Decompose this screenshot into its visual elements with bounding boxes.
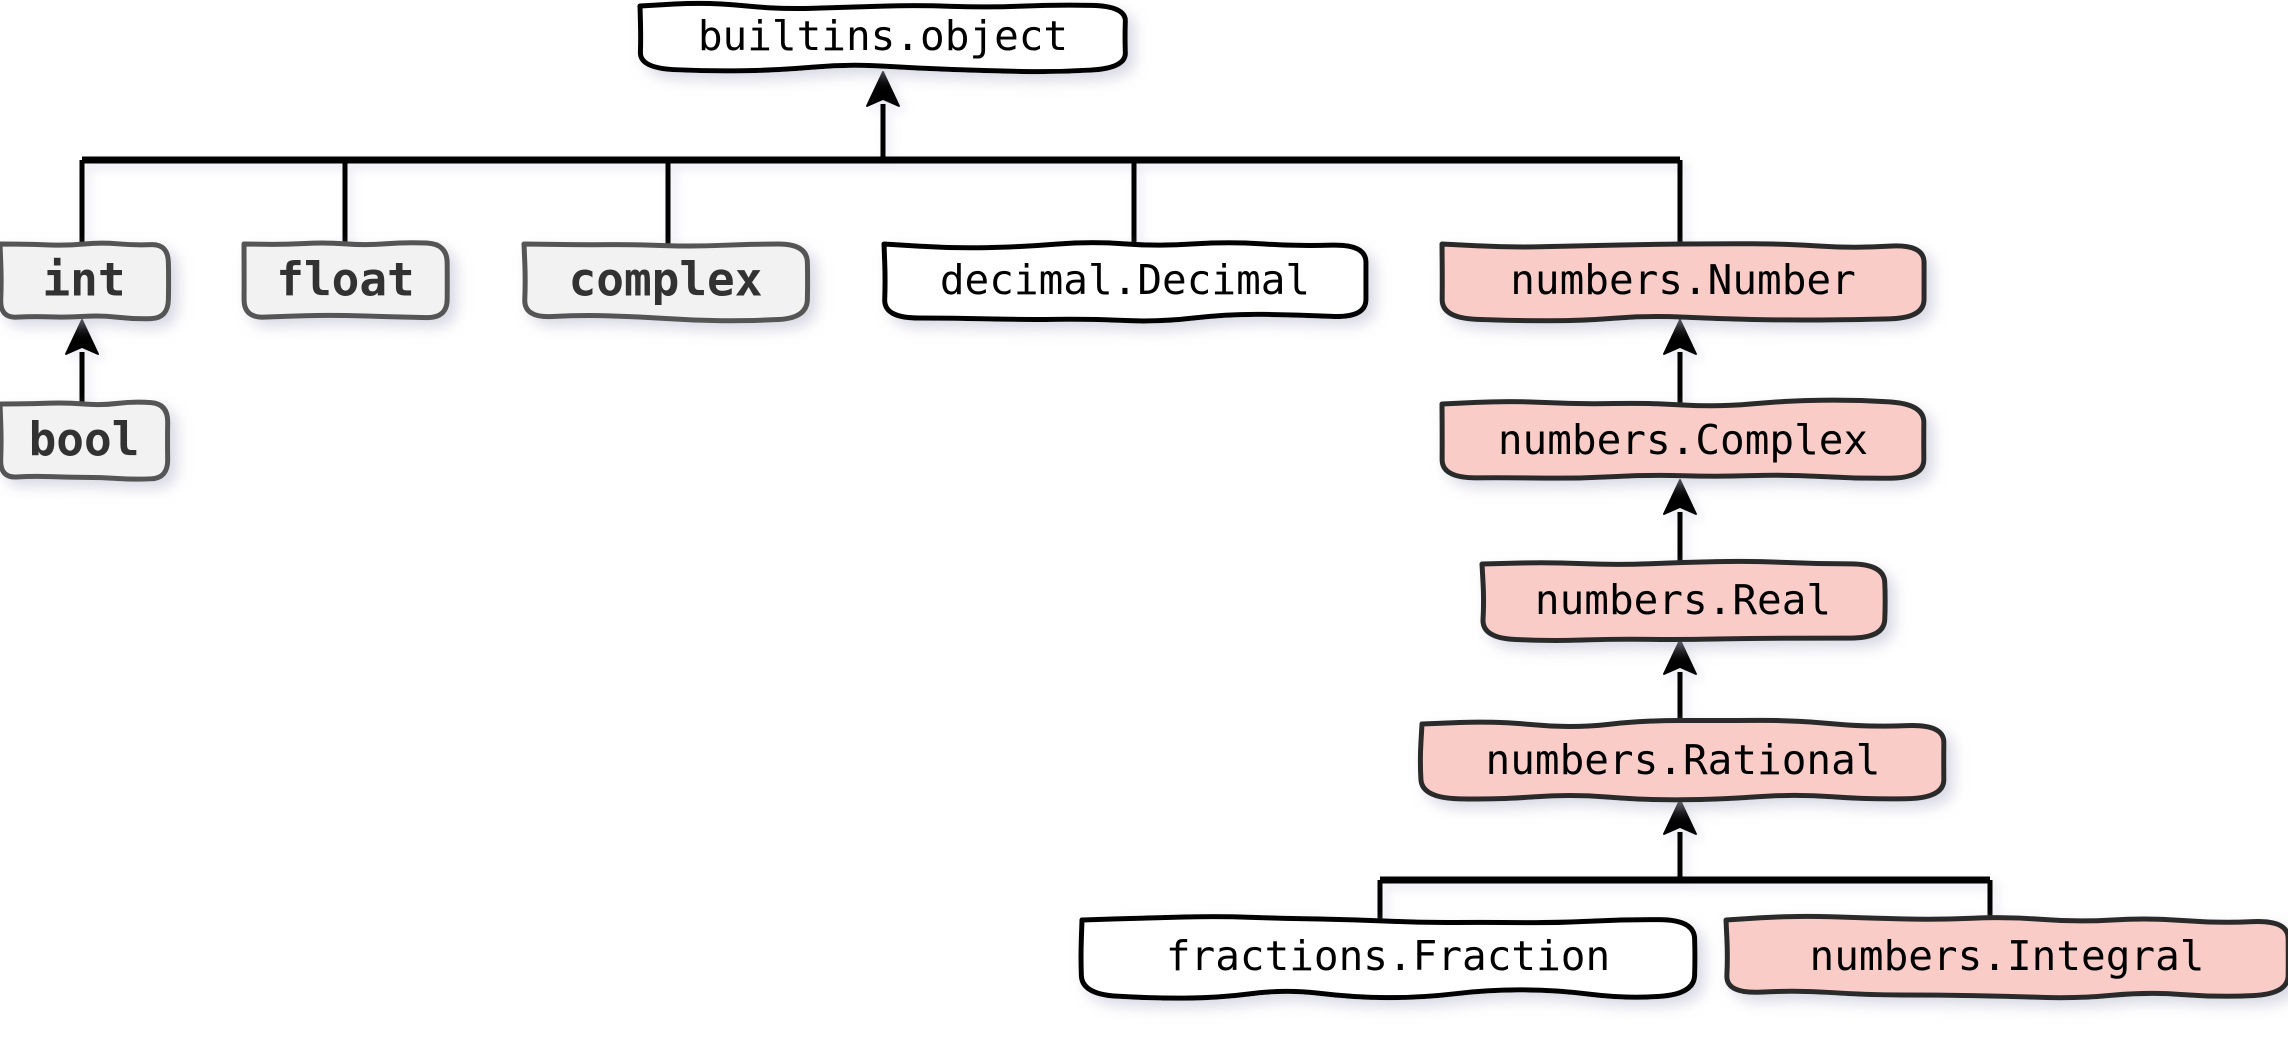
node-box[interactable] — [1479, 558, 1888, 643]
node-box[interactable] — [241, 240, 450, 321]
edge-group-bool-int — [65, 319, 99, 406]
node-bool[interactable]: bool — [0, 399, 171, 482]
node-box[interactable] — [0, 240, 172, 322]
node-int[interactable]: int — [0, 240, 172, 322]
arrowhead-icon — [65, 319, 99, 355]
node-label: builtins.object — [698, 12, 1068, 60]
edge-layer — [65, 71, 1993, 923]
node-rational[interactable]: numbers.Rational — [1417, 717, 1947, 803]
node-label: int — [42, 253, 125, 307]
node-box[interactable] — [881, 240, 1369, 324]
node-label: float — [276, 253, 414, 307]
node-label: bool — [29, 413, 140, 467]
node-real[interactable]: numbers.Real — [1479, 558, 1888, 643]
node-object[interactable]: builtins.object — [637, 0, 1128, 75]
node-complex[interactable]: complex — [521, 241, 811, 324]
node-box[interactable] — [1078, 914, 1698, 1001]
node-integral[interactable]: numbers.Integral — [1723, 913, 2288, 1001]
node-box[interactable] — [1417, 717, 1947, 803]
node-box[interactable] — [521, 241, 811, 324]
node-box[interactable] — [1723, 913, 2288, 1001]
node-complex_abc[interactable]: numbers.Complex — [1439, 397, 1927, 481]
edge-group-real-complex_abc — [1663, 479, 1697, 566]
node-float[interactable]: float — [241, 240, 450, 321]
arrowhead-icon — [1663, 799, 1697, 835]
node-number[interactable]: numbers.Number — [1439, 241, 1927, 324]
node-label: numbers.Complex — [1498, 416, 1868, 464]
edge-group-complex_abc-number — [1663, 319, 1697, 406]
node-label: complex — [569, 253, 763, 307]
edge-group-object-children — [79, 71, 1683, 247]
node-label: numbers.Number — [1510, 256, 1856, 304]
node-layer: builtins.object int float complex decimal.De… — [0, 0, 2288, 1001]
node-decimal[interactable]: decimal.Decimal — [881, 240, 1369, 324]
arrowhead-icon — [1663, 479, 1697, 515]
node-box[interactable] — [1439, 241, 1927, 324]
edge-group-rational-children — [1377, 799, 1993, 923]
arrowhead-icon — [866, 71, 900, 107]
node-box[interactable] — [637, 0, 1128, 75]
node-box[interactable] — [0, 399, 171, 482]
node-label: numbers.Integral — [1810, 932, 2205, 980]
node-box[interactable] — [1439, 397, 1927, 481]
node-label: numbers.Rational — [1486, 736, 1881, 784]
node-label: fractions.Fraction — [1166, 932, 1610, 980]
arrowhead-icon — [1663, 319, 1697, 355]
node-fraction[interactable]: fractions.Fraction — [1078, 914, 1698, 1001]
node-label: numbers.Real — [1535, 576, 1831, 624]
edge-group-rational-real — [1663, 639, 1697, 726]
arrowhead-icon — [1663, 639, 1697, 675]
node-label: decimal.Decimal — [940, 256, 1310, 304]
